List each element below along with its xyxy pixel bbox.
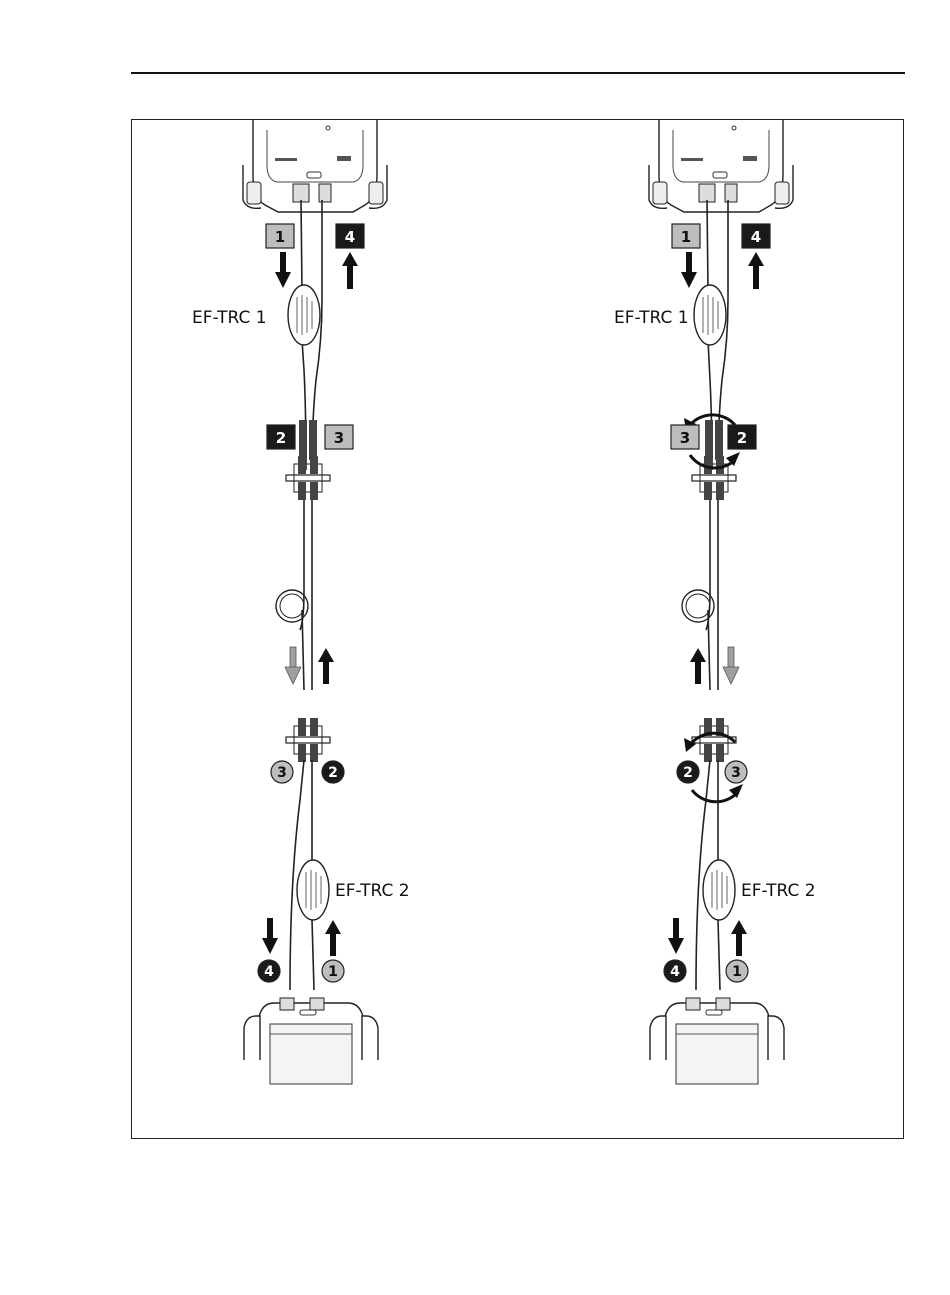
remote-tester-right (650, 998, 784, 1084)
main-tester (243, 120, 387, 212)
trc2-tag-right (703, 860, 735, 920)
step-4-square-right: 4 (751, 228, 761, 246)
step-2-circle: 2 (328, 765, 338, 781)
arrow-up-black (318, 648, 334, 684)
arrow-down-step4-bottom-right (668, 918, 684, 954)
step-3-square-right: 3 (680, 429, 690, 447)
trc1-label: EF-TRC 1 (192, 308, 267, 328)
trc1-tag (288, 285, 320, 345)
arrow-up-black-right (690, 648, 706, 684)
trc2-label: EF-TRC 2 (335, 881, 410, 901)
step-3-square: 3 (334, 429, 344, 447)
trc2-tag (297, 860, 329, 920)
arrow-down-step1-right (681, 252, 697, 288)
trc1-label-right: EF-TRC 1 (614, 308, 689, 328)
step-1-square-right: 1 (681, 228, 691, 246)
step-3-circle-right: 3 (731, 765, 741, 781)
step-1-circle-right: 1 (732, 964, 742, 980)
top-adapter (286, 456, 330, 500)
arrow-down-gray (285, 647, 301, 684)
bottom-adapter-right (692, 718, 736, 762)
step-4-circle: 4 (264, 964, 274, 980)
arrow-up-step1-bottom (325, 920, 341, 956)
bottom-adapter (286, 718, 330, 762)
step-4-square: 4 (345, 228, 355, 246)
arrow-down-step1 (275, 252, 291, 288)
arrow-down-step4-bottom (262, 918, 278, 954)
left-diagram: EF-TRC 1 EF-TRC 2 1 4 2 3 3 2 4 1 (192, 120, 410, 1084)
arrow-down-gray-right (723, 647, 739, 684)
step-3-circle: 3 (277, 765, 287, 781)
step-4-circle-right: 4 (670, 964, 680, 980)
right-diagram: EF-TRC 1 EF-TRC 2 1 4 3 2 2 3 4 1 (614, 120, 816, 1084)
arrow-up-step4 (342, 252, 358, 289)
arrow-up-step1-bottom-right (731, 920, 747, 956)
step-1-square: 1 (275, 228, 285, 246)
main-tester-right (649, 120, 793, 212)
arrow-up-step4-right (748, 252, 764, 289)
step-1-circle: 1 (328, 964, 338, 980)
step-2-square: 2 (276, 429, 286, 447)
remote-tester (244, 998, 378, 1084)
trc1-tag-right (694, 285, 726, 345)
step-2-circle-right: 2 (683, 765, 693, 781)
step-2-square-right: 2 (737, 429, 747, 447)
trc2-label-right: EF-TRC 2 (741, 881, 816, 901)
